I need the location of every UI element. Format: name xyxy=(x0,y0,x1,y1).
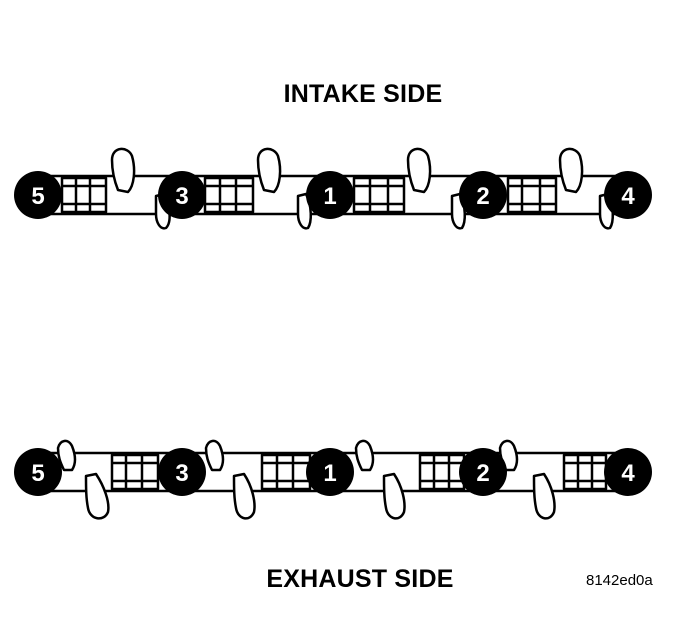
intake-bubble-2 xyxy=(158,171,206,219)
exhaust-sequence-number: 3 xyxy=(175,460,188,487)
intake-bubble-3 xyxy=(306,171,354,219)
intake-cam-lobes xyxy=(110,147,584,194)
intake-sequence-number: 1 xyxy=(323,183,336,210)
intake-sequence-number: 3 xyxy=(175,183,188,210)
figure-id: 8142ed0a xyxy=(586,572,653,589)
intake-bubble-5 xyxy=(604,171,652,219)
exhaust-bubble-5 xyxy=(604,448,652,496)
intake-sequence-number: 2 xyxy=(476,183,489,210)
intake-journals xyxy=(60,176,558,214)
exhaust-bubble-2 xyxy=(158,448,206,496)
exhaust-side-title: EXHAUST SIDE xyxy=(266,565,454,593)
intake-bubble-1 xyxy=(14,171,62,219)
intake-sequence-number: 5 xyxy=(31,183,44,210)
exhaust-bubble-3 xyxy=(306,448,354,496)
exhaust-bubble-1 xyxy=(14,448,62,496)
intake-bubble-4 xyxy=(459,171,507,219)
exhaust-bubble-4 xyxy=(459,448,507,496)
exhaust-cam-lobes xyxy=(84,472,556,520)
exhaust-sequence-number: 2 xyxy=(476,460,489,487)
exhaust-sequence-number: 4 xyxy=(621,460,635,487)
sequence-bubbles: 5 3 1 2 4 5 3 1 2 4 xyxy=(14,171,652,496)
exhaust-sequence-number: 1 xyxy=(323,460,336,487)
intake-side-title: INTAKE SIDE xyxy=(283,80,443,108)
intake-sequence-number: 4 xyxy=(621,183,635,210)
exhaust-sequence-number: 5 xyxy=(31,460,44,487)
